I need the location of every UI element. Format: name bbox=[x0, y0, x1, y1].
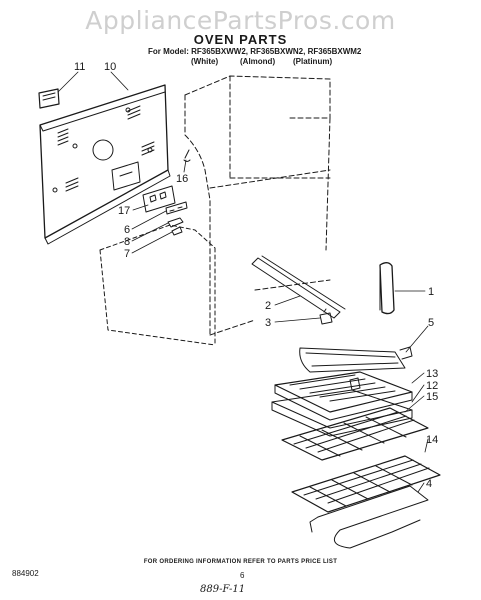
callout-12: 12 bbox=[426, 380, 438, 392]
callout-4: 4 bbox=[426, 478, 432, 490]
rear-panel bbox=[39, 84, 171, 245]
callout-6: 6 bbox=[124, 224, 130, 236]
callout-16: 16 bbox=[176, 173, 188, 185]
screw bbox=[183, 149, 191, 162]
page-title: OVEN PARTS bbox=[193, 32, 288, 47]
callout-5: 5 bbox=[428, 317, 434, 329]
watermark: AppliancePartsPros.com bbox=[85, 6, 396, 35]
oven-rack-upper bbox=[281, 407, 429, 461]
callout-14: 14 bbox=[426, 434, 438, 446]
leader-lines bbox=[57, 71, 429, 493]
element-clip bbox=[319, 308, 333, 325]
element-bracket bbox=[251, 255, 346, 319]
color-almond: (Almond) bbox=[240, 57, 276, 66]
broiler-pan bbox=[274, 371, 413, 421]
callout-3: 3 bbox=[265, 317, 271, 329]
color-platinum: (Platinum) bbox=[293, 57, 333, 66]
broil-element bbox=[299, 346, 413, 373]
ordering-note: FOR ORDERING INFORMATION REFER TO PARTS … bbox=[143, 559, 338, 565]
vent-panel bbox=[379, 262, 395, 315]
clip-8 bbox=[167, 217, 184, 228]
callout-10: 10 bbox=[104, 61, 116, 73]
model-list: For Model: RF365BXWW2, RF365BXWN2, RF365… bbox=[148, 47, 362, 56]
handwritten-note: 889-F-11 bbox=[200, 584, 246, 595]
callout-2: 2 bbox=[265, 300, 271, 312]
oven-cavity bbox=[184, 75, 331, 336]
clip-7 bbox=[171, 226, 183, 236]
page-number: 6 bbox=[240, 571, 245, 580]
callout-13: 13 bbox=[426, 368, 438, 380]
document-number: 884902 bbox=[12, 569, 39, 578]
callout-8: 8 bbox=[124, 236, 130, 248]
color-white: (White) bbox=[191, 57, 219, 66]
bracket-6 bbox=[165, 201, 188, 215]
callout-1: 1 bbox=[428, 286, 434, 298]
callout-15: 15 bbox=[426, 391, 438, 403]
callout-11: 11 bbox=[74, 61, 85, 73]
insulation-outline bbox=[99, 224, 216, 346]
callout-17: 17 bbox=[118, 205, 130, 217]
callout-7: 7 bbox=[124, 248, 130, 260]
terminal-block bbox=[142, 185, 176, 213]
oven-rack-lower bbox=[291, 455, 441, 513]
bake-element bbox=[309, 485, 429, 549]
broiler-pan-insert bbox=[271, 389, 413, 437]
cover-plate bbox=[38, 88, 60, 109]
